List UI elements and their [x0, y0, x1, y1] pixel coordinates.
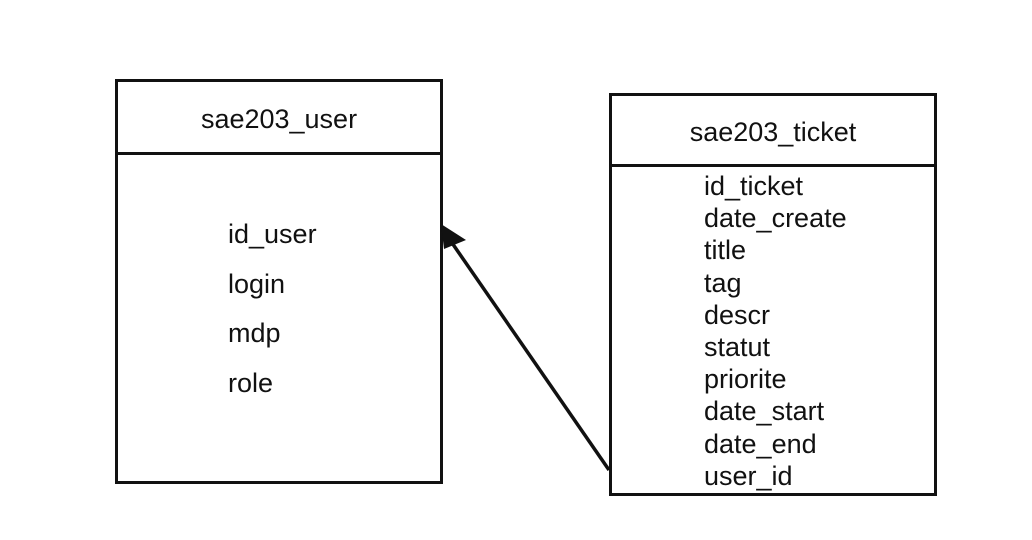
- relation-line[interactable]: [448, 239, 611, 471]
- ticket-entity-box[interactable]: sae203_ticket id_ticket date_create titl…: [609, 93, 937, 496]
- user-entity-title: sae203_user: [118, 82, 440, 155]
- ticket-field-list: id_ticket date_create title tag descr st…: [704, 170, 847, 492]
- user-field-mdp: mdp: [228, 318, 281, 348]
- ticket-field-date-start: date_start: [704, 396, 825, 427]
- ticket-field-tag: tag: [704, 267, 742, 298]
- user-field-id-user: id_user: [228, 219, 317, 249]
- relation-arrowhead-icon: [441, 224, 466, 249]
- user-field-login: login: [228, 268, 286, 299]
- ticket-field-statut: statut: [704, 331, 771, 362]
- user-field-list: id_user login mdp role: [228, 214, 317, 412]
- ticket-field-title: title: [704, 235, 747, 266]
- user-field-role: role: [228, 367, 274, 398]
- ticket-field-descr: descr: [704, 299, 771, 330]
- ticket-field-user-id: user_id: [704, 460, 793, 491]
- ticket-field-date-create: date_create: [704, 203, 847, 234]
- ticket-entity-title: sae203_ticket: [612, 96, 934, 167]
- ticket-field-date-end: date_end: [704, 428, 817, 459]
- ticket-field-priorite: priorite: [704, 364, 787, 395]
- ticket-field-id-ticket: id_ticket: [704, 171, 804, 201]
- user-entity-box[interactable]: sae203_user id_user login mdp role: [115, 79, 443, 484]
